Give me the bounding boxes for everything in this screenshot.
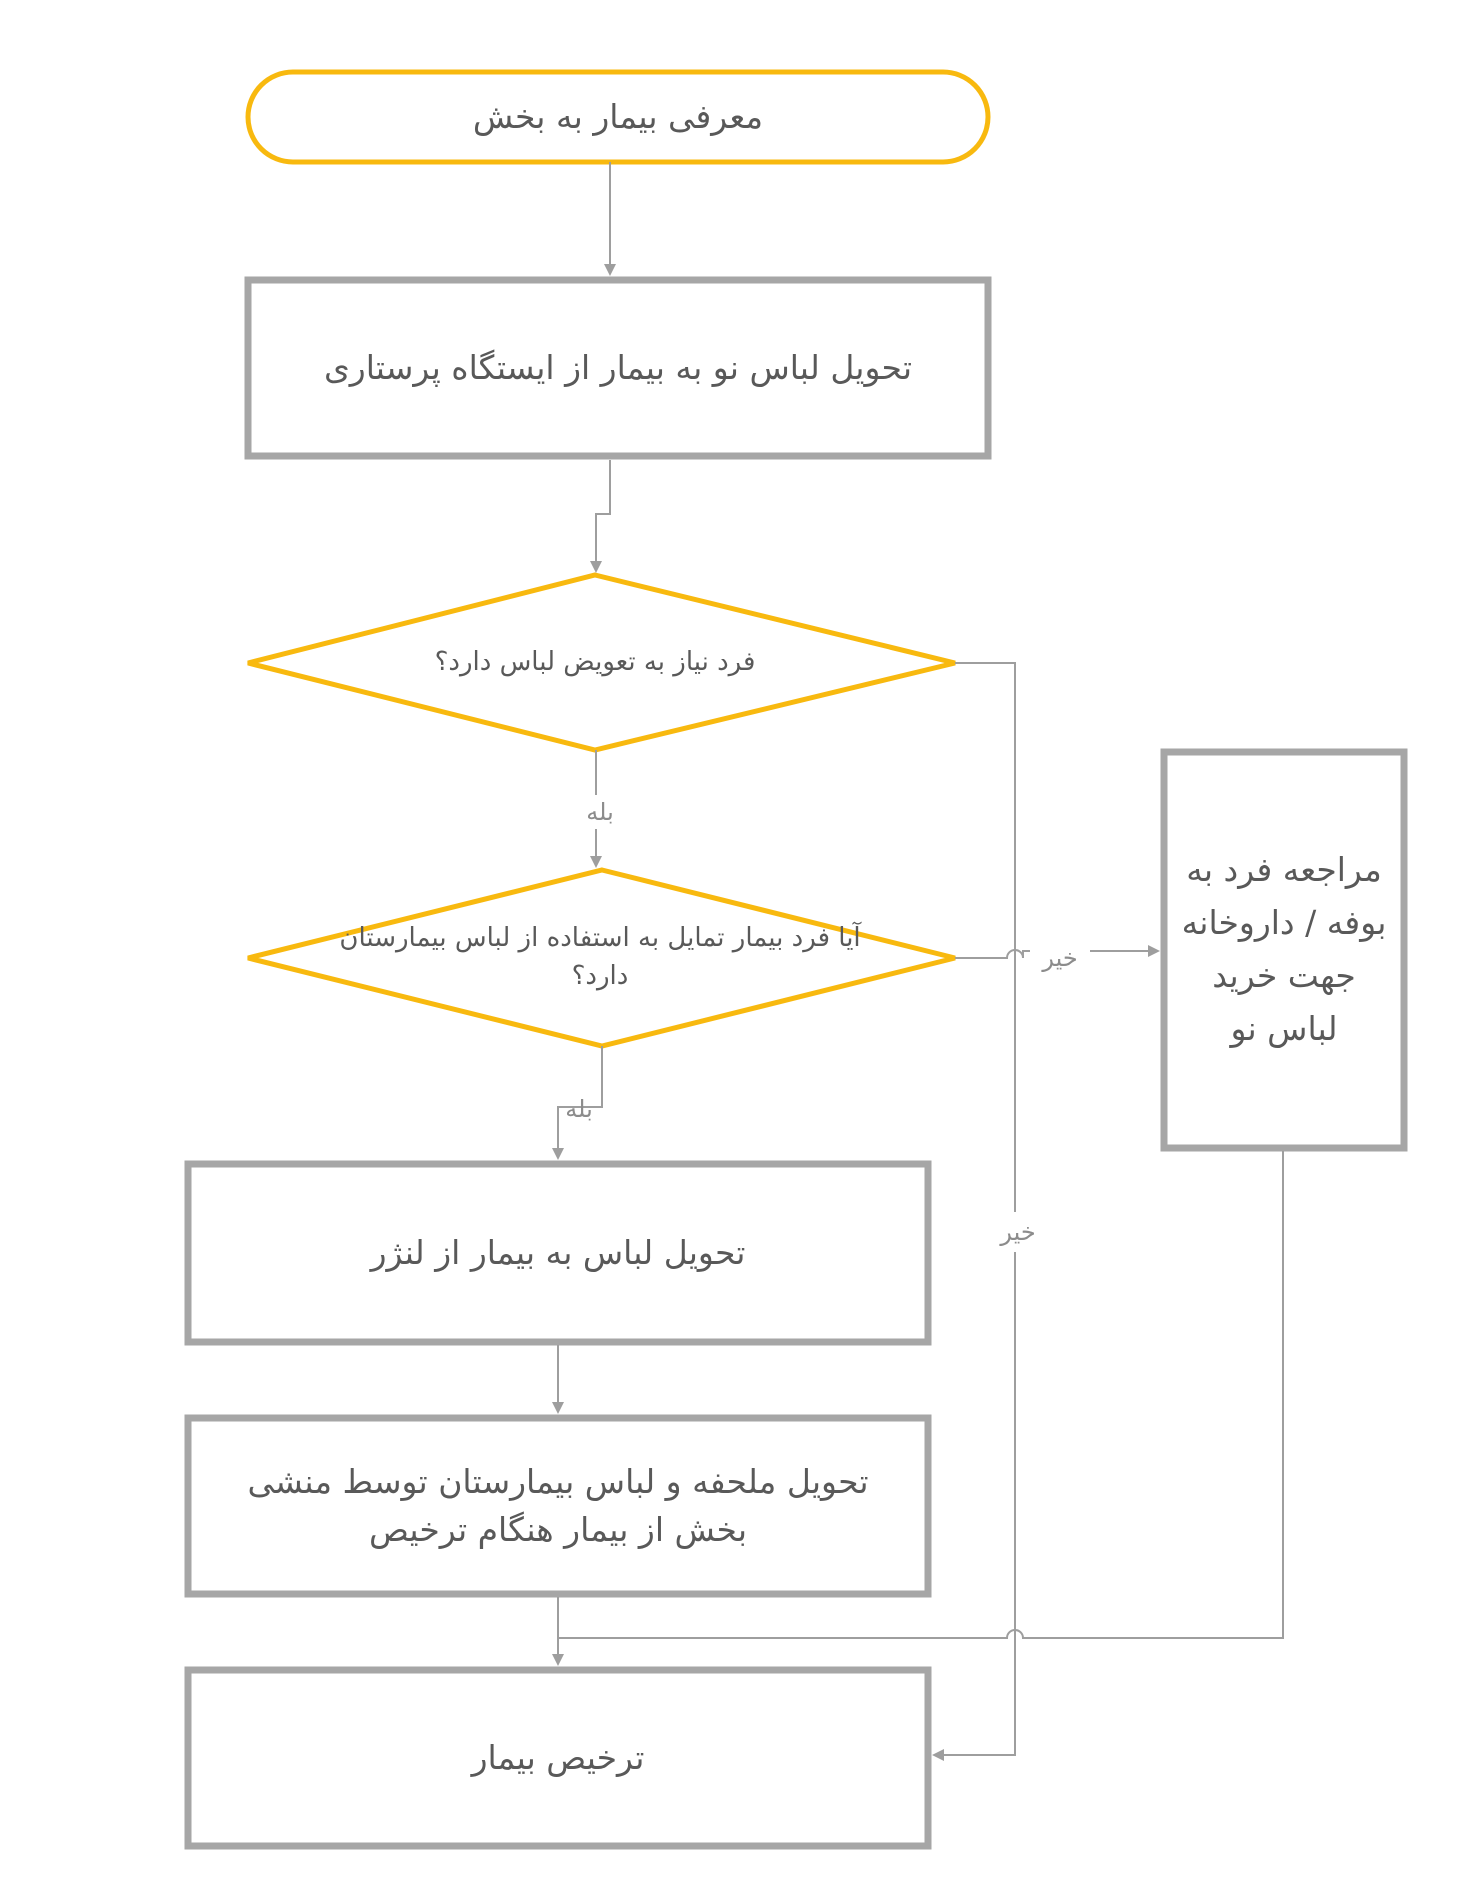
connector-decision2-yes <box>552 1046 603 1160</box>
edge-label-yes-1: بله <box>580 795 620 829</box>
edge-label-yes-2: بله <box>565 1094 593 1123</box>
connector-box1-to-decision1 <box>590 460 611 573</box>
decision-change-label: فرد نیاز به تعویض لباس دارد؟ <box>434 647 756 678</box>
deliver-from-linen-label: تحویل لباس به بیمار از لنژر <box>370 1233 746 1273</box>
edge-label-no-2: خیر <box>990 1212 1046 1252</box>
discharge-label: ترخیص بیمار <box>471 1738 645 1778</box>
process-box-return-linen <box>184 1414 932 1598</box>
process-box-discharge <box>184 1666 932 1850</box>
process-box-buy-clothes <box>1160 748 1408 1152</box>
return-linen-label: تحویل ملحفه و لباس بیمارستان توسط منشی ب… <box>247 1462 869 1549</box>
connector-buy-to-discharge <box>558 1151 1284 1639</box>
start-terminator <box>245 69 991 165</box>
edge-label-no-1: خیر <box>1030 940 1090 976</box>
process-box-new-clothes <box>244 276 992 460</box>
buy-clothes-label: مراجعه فرد به بوفه / داروخانه جهت خرید ل… <box>1181 850 1387 1048</box>
connector-decision2-no <box>955 945 1160 959</box>
deliver-new-clothes-label: تحویل لباس نو به بیمار از ایستگاه پرستار… <box>323 348 913 388</box>
process-box-linen <box>184 1160 932 1346</box>
connector-decision1-no <box>932 662 1016 1761</box>
start-label: معرفی بیمار به بخش <box>472 97 764 137</box>
decision-hospital-clothes-label: آیا فرد بیمار تمایل به استفاده از لباس ب… <box>339 923 861 991</box>
